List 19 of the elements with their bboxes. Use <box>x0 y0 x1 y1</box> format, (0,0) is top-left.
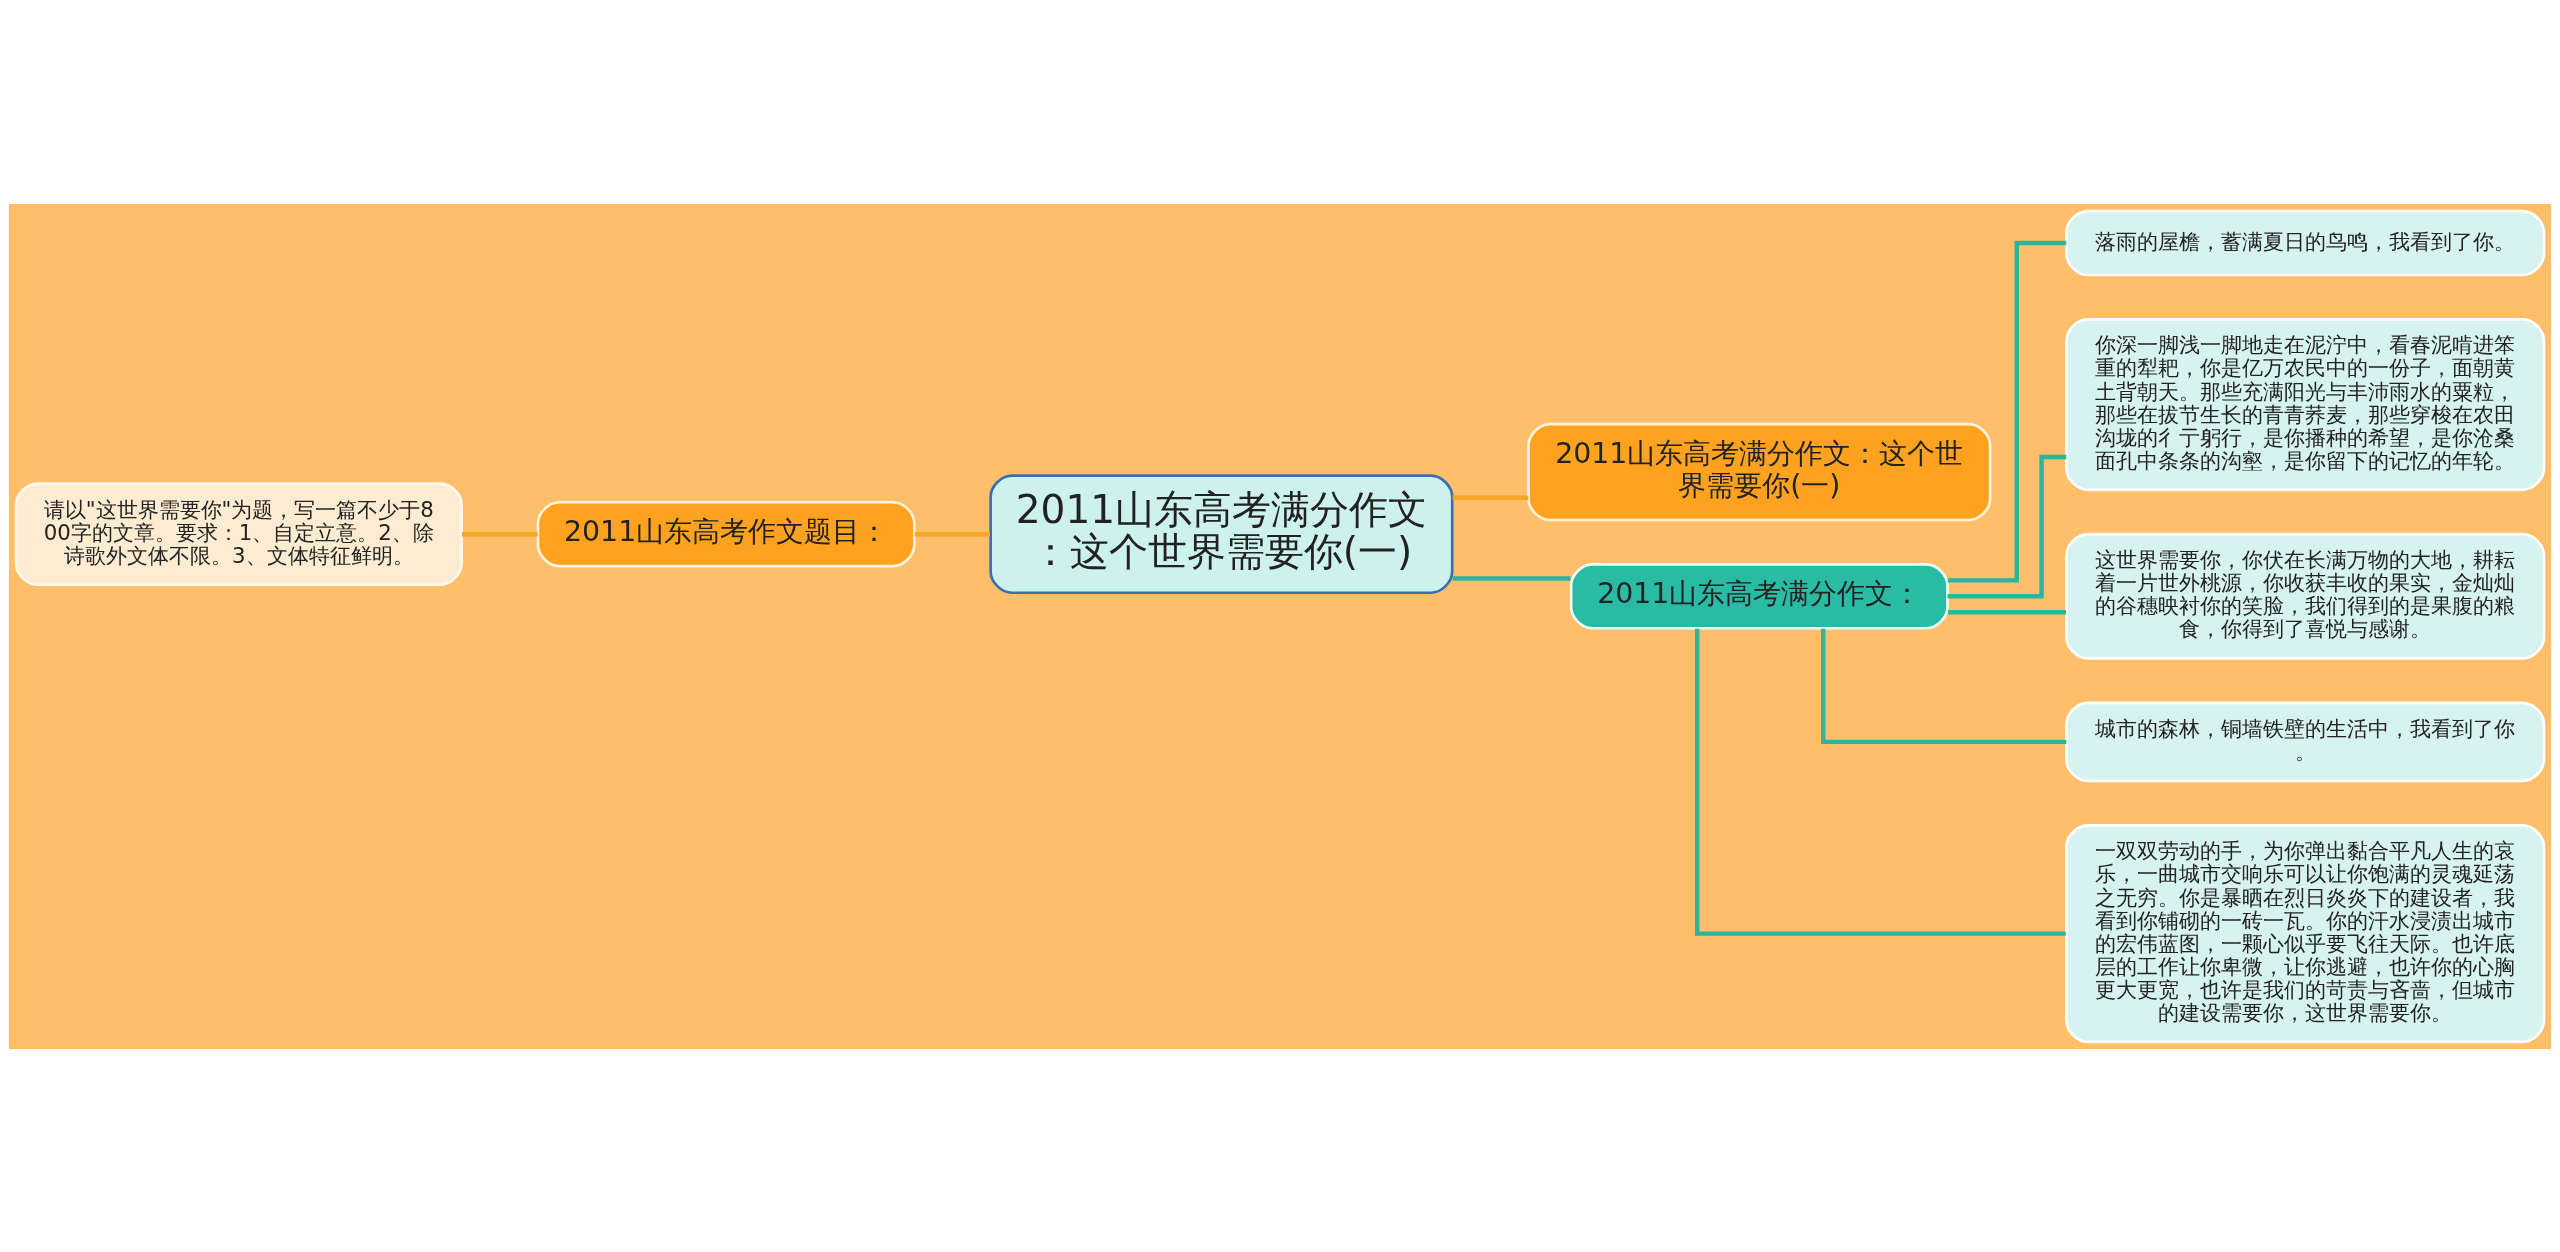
connector <box>1947 609 2066 614</box>
connector <box>1821 628 2067 744</box>
node-box: 2011山东高考满分作文：这个世界需要你(一) <box>1527 422 1992 521</box>
connector <box>914 531 990 536</box>
node-box: 请以"这世界需要你"为题，写一篇不少于800字的文章。要求：1、自定立意。2、除诗歌外文体不限。3、文体特征鲜明。 <box>14 481 463 586</box>
connector <box>1694 628 2066 936</box>
node-box: 2011山东高考作文题目： <box>536 500 916 567</box>
connector <box>1452 575 1571 581</box>
node-box: 2011山东高考满分作文：这个世界需要你(一) <box>989 473 1454 594</box>
connector <box>1947 240 2067 583</box>
connector <box>461 531 538 536</box>
node-box: 你深一脚浅一脚地走在泥泞中，看春泥啃进笨重的犁耙，你是亿万农民中的一份子，面朝黄土背朝天。那些充满阳光与丰沛雨水的粟粒，那些在拔节生长的青青荞麦，那些穿梭在农田沟垅的彳亍躬行，是你播种的希望，是你沧桑面孔中条条的沟壑，是你留下的记忆的年轮。 <box>2065 317 2546 491</box>
node-box: 2011山东高考满分作文： <box>1569 562 1949 630</box>
node-box: 落雨的屋檐，蓄满夏日的鸟鸣，我看到了你。 <box>2065 209 2546 276</box>
connector <box>1947 454 2067 599</box>
node-box: 一双双劳动的手，为你弹出黏合平凡人生的哀乐，一曲城市交响乐可以让你饱满的灵魂延荡之无穷。你是暴晒在烈日炎炎下的建设者，我看到你铺砌的一砖一瓦。你的汗水浸渍出城市的宏伟蓝图，一颗心似乎要飞往天际。也许底层的工作让你卑微，让你逃避，也许你的心胸更大更宽，也许是我们的苛责与吝啬，但城市的建设需要你，这世界需要你。 <box>2065 823 2546 1043</box>
connector <box>1452 495 1529 500</box>
node-box: 这世界需要你，你伏在长满万物的大地，耕耘着一片世外桃源，你收获丰收的果实，金灿灿的谷穗映衬你的笑脸，我们得到的是果腹的粮食，你得到了喜悦与感谢。 <box>2065 532 2546 660</box>
node-box: 城市的森林，铜墙铁壁的生活中，我看到了你。 <box>2065 701 2546 782</box>
